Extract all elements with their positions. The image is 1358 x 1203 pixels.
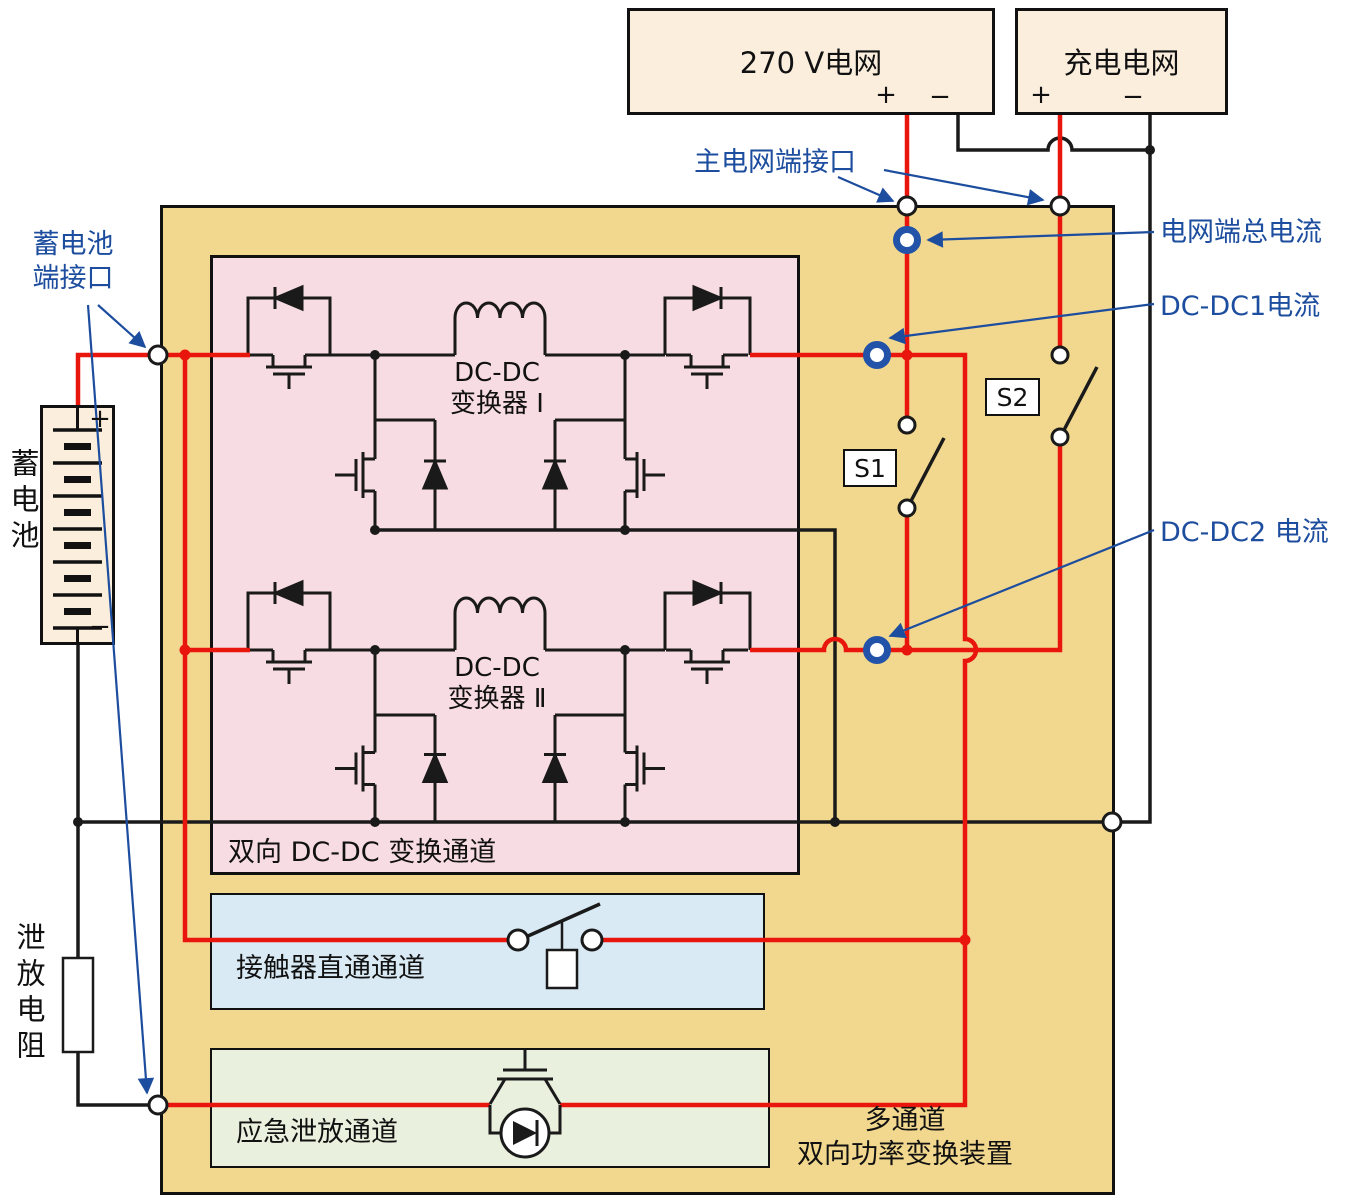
red-wires: [75, 115, 1063, 1108]
contactor-channel-label: 接触器直通通道: [236, 953, 425, 984]
charge-grid-box: [1015, 8, 1228, 115]
dcdc-channel-box: [210, 255, 800, 875]
black-wires: [76, 115, 1152, 1107]
emergency-channel-label: 应急泄放通道: [236, 1117, 398, 1148]
contactor-channel-box: [210, 893, 765, 1010]
grid-270-plus: +: [875, 80, 897, 110]
switch-s2-label: S2: [985, 378, 1040, 416]
grid-270-label: 270 V电网: [739, 46, 883, 80]
switch-blades: [909, 366, 1099, 502]
dcdc-channel-label: 双向 DC-DC 变换通道: [228, 837, 497, 868]
annotation-arrows: [86, 168, 1155, 1095]
charge-grid-minus: −: [1122, 82, 1144, 112]
annotation-battery-port: 蓄电池 端接口: [25, 228, 121, 296]
converter-1-symbols: [246, 285, 752, 532]
grid-270-box: [627, 8, 995, 115]
converter-2-symbols: [246, 580, 752, 825]
device-title: 多通道 双向功率变换装置: [760, 1104, 1050, 1172]
battery-plus: +: [89, 404, 111, 434]
battery-label: 蓄电池: [6, 448, 40, 556]
annotation-battery-port-line1: 蓄电池: [32, 229, 114, 260]
discharge-resistor-label: 泄放电阻: [12, 922, 46, 1066]
converter1-label: DC-DC 变换器 Ⅰ: [417, 358, 577, 420]
annotation-dcdc1-current: DC-DC1电流: [1160, 291, 1321, 322]
device-title-line2: 双向功率变换装置: [797, 1139, 1013, 1170]
discharge-resistor-symbol: [61, 956, 95, 1054]
contactor-symbol: [527, 902, 601, 990]
current-sensor-rings: [863, 226, 921, 664]
battery-cells: [53, 407, 102, 643]
switch-s1-label: S1: [843, 449, 897, 487]
annotation-main-grid-port: 主电网端接口: [694, 147, 856, 178]
annotation-battery-port-line2: 端接口: [32, 263, 114, 294]
converter1-label-line2: 变换器 Ⅰ: [450, 389, 544, 419]
annotation-grid-total-current: 电网端总电流: [1160, 217, 1322, 248]
converter2-label: DC-DC 变换器 Ⅱ: [417, 653, 577, 715]
terminal-circles: [147, 195, 1123, 1116]
emergency-igbt-diode-symbol: [488, 1050, 562, 1159]
converter2-label-line1: DC-DC: [454, 653, 540, 683]
junction-dots: [73, 145, 1155, 946]
grid-270-minus: −: [929, 82, 951, 112]
converter2-label-line2: 变换器 Ⅱ: [447, 684, 547, 714]
charge-grid-plus: +: [1030, 80, 1052, 110]
converter1-label-line1: DC-DC: [454, 358, 540, 388]
battery-minus: −: [89, 612, 111, 642]
annotation-dcdc2-current: DC-DC2 电流: [1160, 517, 1329, 548]
charge-grid-label: 充电电网: [1063, 46, 1180, 80]
device-title-line1: 多通道: [864, 1105, 946, 1136]
